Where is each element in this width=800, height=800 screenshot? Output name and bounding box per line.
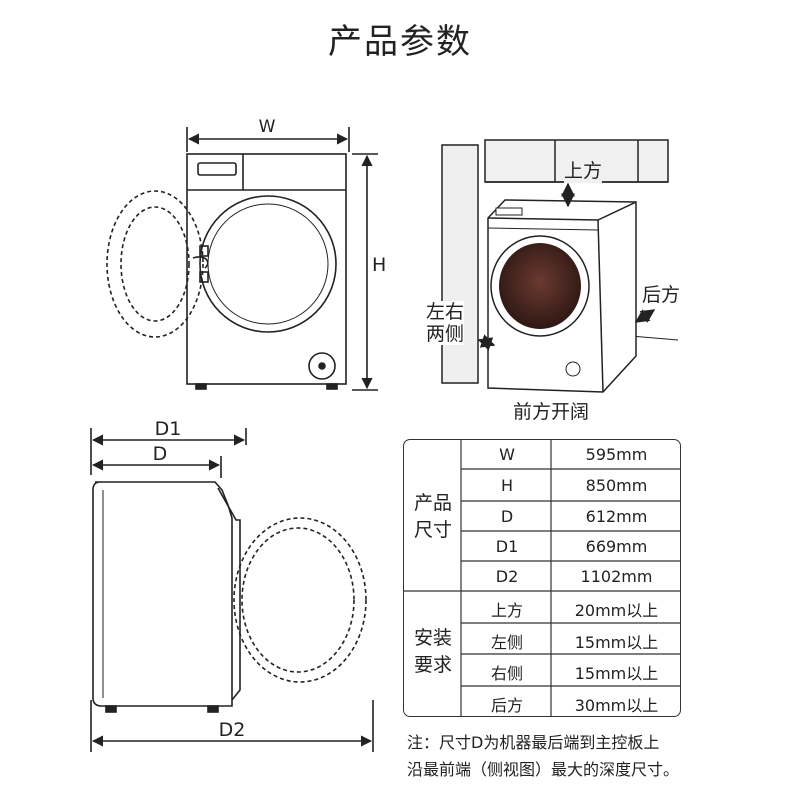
side-view-washer <box>90 428 374 752</box>
install-group-line2: 要求 <box>413 654 452 676</box>
footnote: 注：尺寸D为机器最后端到主控板上 沿最前端（侧视图）最大的深度尺寸。 <box>407 729 679 783</box>
spec-value: 30mm以上 <box>574 696 659 715</box>
d2-label: D2 <box>218 719 246 741</box>
door-porthole <box>199 195 337 333</box>
spec-value: 20mm以上 <box>574 601 659 620</box>
height-label: H <box>372 254 387 276</box>
washer-body-front <box>186 153 347 385</box>
side-clearance-arrow <box>477 334 496 351</box>
spec-value: 850mm <box>585 476 648 495</box>
washer-body-side <box>92 481 233 707</box>
width-label: W <box>258 117 276 137</box>
spec-value: 15mm以上 <box>574 633 659 652</box>
top-clearance-label: 上方 <box>564 156 603 183</box>
spec-value: 595mm <box>585 445 648 464</box>
back-clearance-label: 后方 <box>642 284 681 306</box>
size-group-line2: 尺寸 <box>413 519 452 541</box>
drain-filter-cap <box>308 352 336 380</box>
spec-key: 上方 <box>490 601 523 620</box>
footnote-line2: 沿最前端（侧视图）最大的深度尺寸。 <box>407 760 680 779</box>
sides-label-line2: 两侧 <box>426 323 465 345</box>
sides-label-line1: 左右 <box>426 301 465 323</box>
open-door-dashed-side <box>233 517 367 683</box>
spec-table: 产品 尺寸 安装 要求 W 595mm H 850mm D 612mm D1 6… <box>403 439 681 717</box>
footnote-line1: 注：尺寸D为机器最后端到主控板上 <box>407 733 660 752</box>
d1-label: D1 <box>154 418 182 440</box>
front-clearance-label: 前方开阔 <box>512 401 590 423</box>
spec-key: W <box>499 445 515 464</box>
sides-clearance-label: 左右 两侧 <box>426 301 465 345</box>
size-group-label: 产品 尺寸 <box>404 490 462 544</box>
spec-key: D1 <box>495 537 519 556</box>
spec-key: D2 <box>495 567 519 586</box>
open-door-dashed <box>106 190 204 338</box>
spec-value: 15mm以上 <box>574 664 659 683</box>
left-wall <box>441 144 479 384</box>
page-title: 产品参数 <box>328 22 472 62</box>
front-view-washer <box>106 127 378 391</box>
spec-value: 1102mm <box>580 567 653 586</box>
install-group-line1: 安装 <box>413 627 452 649</box>
install-group-label: 安装 要求 <box>404 625 462 679</box>
spec-key: D <box>500 507 514 526</box>
control-panel-display <box>197 162 237 176</box>
spec-key: H <box>500 476 514 495</box>
size-group-line1: 产品 <box>413 492 452 514</box>
spec-table-grid <box>404 440 680 716</box>
spec-value: 612mm <box>585 507 648 526</box>
spec-key: 左侧 <box>490 633 523 652</box>
back-clearance-arrow <box>634 309 656 323</box>
spec-key: 右侧 <box>490 664 523 683</box>
d-label: D <box>152 443 168 465</box>
spec-value: 669mm <box>585 537 648 556</box>
spec-key: 后方 <box>490 696 523 715</box>
install-view <box>441 139 679 393</box>
